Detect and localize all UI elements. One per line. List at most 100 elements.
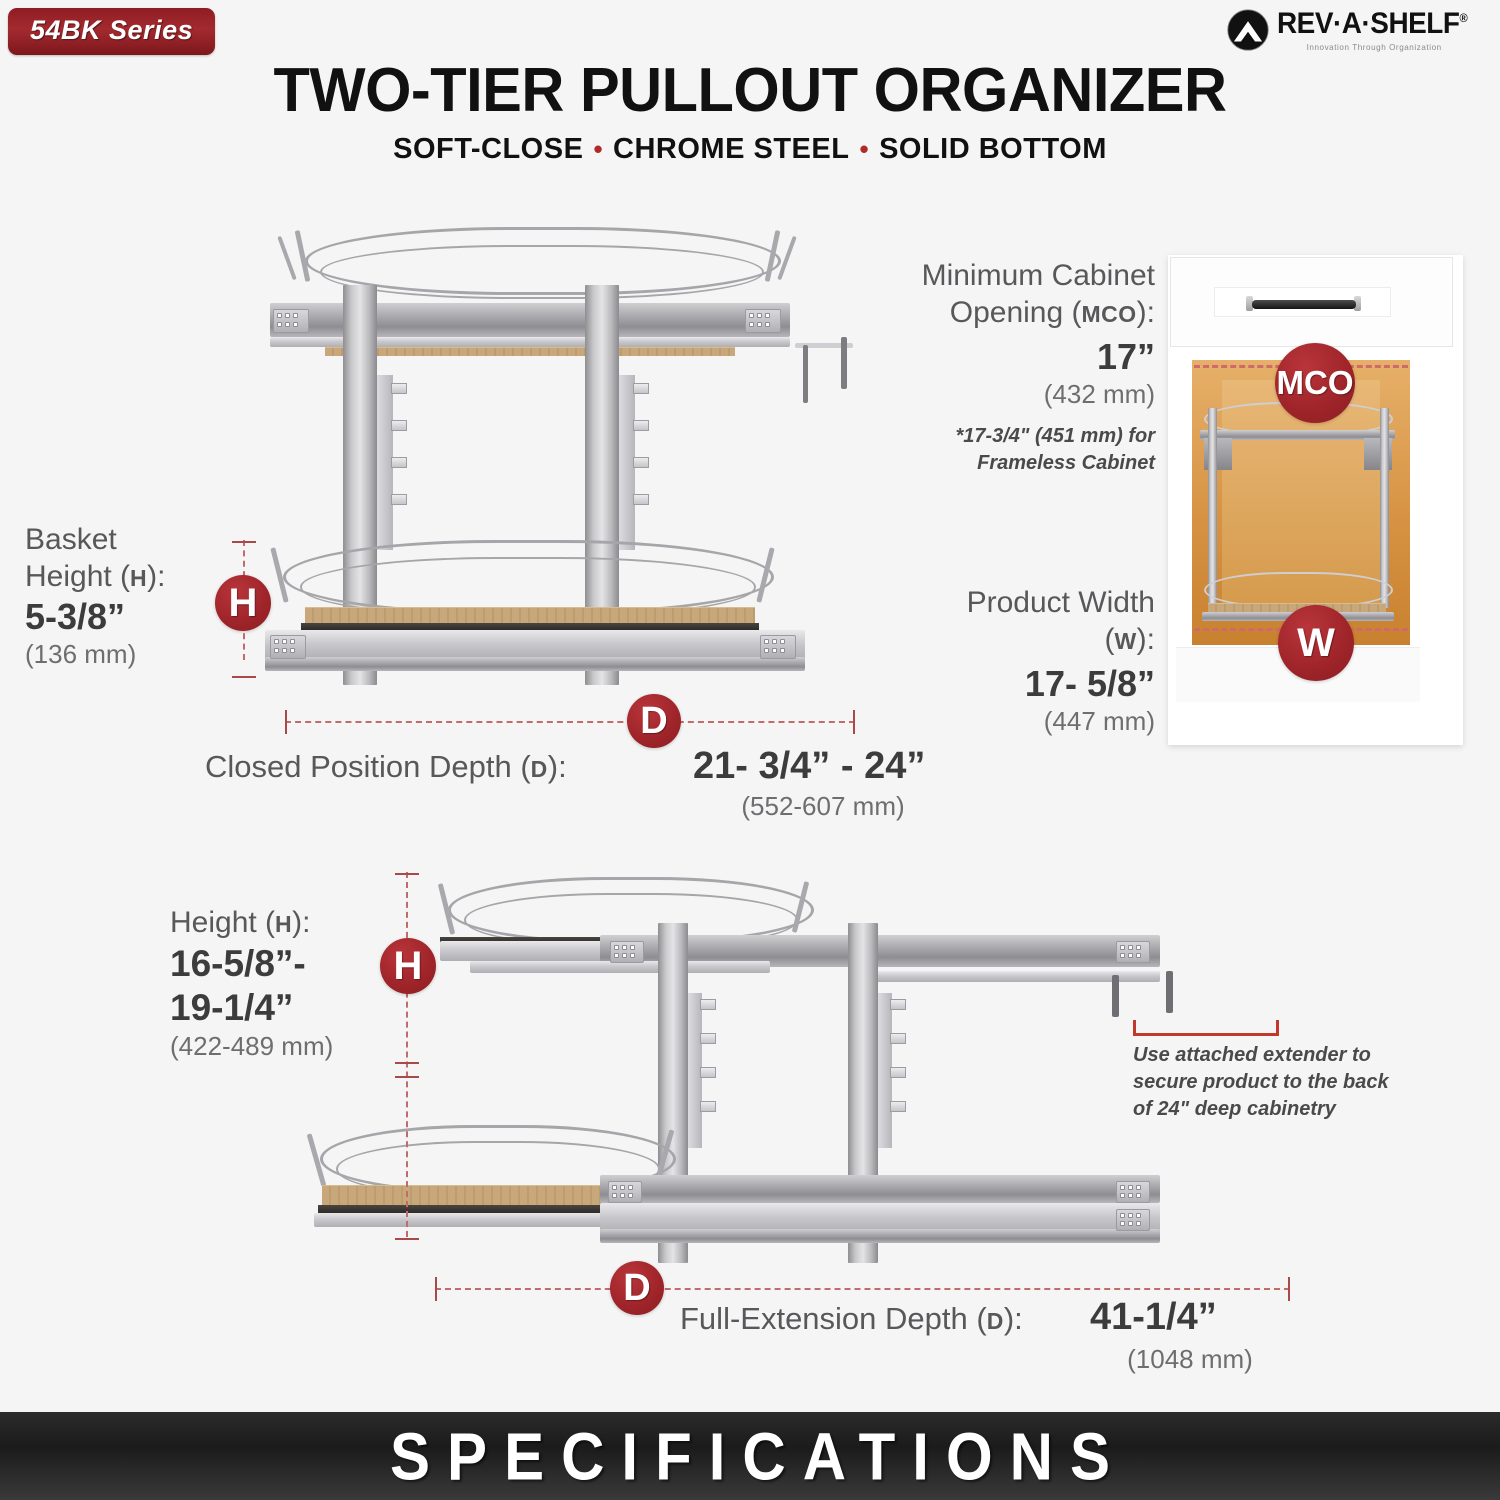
ext-upper-left-screw-plate (610, 941, 644, 963)
ext-left-notch-4 (700, 1101, 716, 1112)
ext-lower-mid-rail (600, 1175, 1160, 1203)
subtitle-part-2: CHROME STEEL (613, 133, 850, 165)
ext-right-notch-4 (890, 1101, 906, 1112)
ext-lower-right-screw-plate-2 (1116, 1209, 1150, 1231)
cabinet-handle-post-left (1246, 296, 1253, 311)
badge-height: H (380, 938, 436, 994)
product-illustration-closed (265, 225, 865, 685)
cabinet-handle (1252, 300, 1356, 309)
basket-height-cap-bottom (232, 676, 256, 678)
cabinet-opening (1192, 360, 1410, 645)
extender-note: Use attached extender to secure product … (1133, 1044, 1389, 1120)
ext-lower-front-rail (314, 1213, 674, 1227)
cabinet-handle-post-right (1354, 296, 1361, 311)
bullet-separator-1: • (593, 134, 604, 164)
mco-label: Minimum Cabinet Opening (MCO): (921, 259, 1155, 329)
product-width-label: Product Width (W): (966, 586, 1155, 656)
series-badge: 54BK Series (8, 8, 216, 55)
rev-a-shelf-circle-icon (1227, 9, 1270, 51)
full-depth-cap-right (1288, 1277, 1290, 1301)
badge-product-width: W (1278, 605, 1354, 681)
height-block: Height (H): 16-5/8”- 19-1/4” (422-489 mm… (170, 905, 400, 1063)
full-depth-cap-left (435, 1277, 437, 1301)
upper-basket-left-clip (277, 235, 297, 281)
basket-height-cap-top (232, 541, 256, 543)
cabinet-lower-shelf-wood (1208, 603, 1386, 613)
left-notch-2 (391, 420, 407, 431)
height-cap-mid-2 (395, 1076, 419, 1078)
trademark-symbol: ® (1459, 11, 1468, 25)
upper-extender-arm-horizontal (795, 343, 853, 348)
right-post-bracket-strip (619, 375, 635, 550)
product-width-value: 17- 5/8” (1024, 663, 1155, 705)
product-width-metric: (447 mm) (1043, 706, 1155, 737)
page-title: TWO-TIER PULLOUT ORGANIZER (273, 56, 1227, 125)
full-depth-dim-line (435, 1288, 1290, 1290)
cabinet-upper-rail (1200, 430, 1395, 440)
product-width-key: W (1114, 627, 1137, 654)
mco-block: Minimum Cabinet Opening (MCO): 17” (432 … (845, 258, 1155, 477)
height-label: Height (H): (170, 906, 311, 939)
upper-basket-rim-inner (320, 245, 764, 299)
closed-depth-label: Closed Position Depth (D): (205, 749, 567, 784)
mco-value: 17” (1096, 336, 1155, 378)
badge-basket-height: H (215, 575, 271, 631)
ext-extender-drop-1 (1112, 975, 1119, 1017)
closed-depth-value-block: 21- 3/4” - 24” (552-607 mm) (693, 744, 1023, 822)
ext-lower-main-rail (600, 1203, 1160, 1233)
closed-depth-label-block: Closed Position Depth (D): (205, 748, 705, 786)
right-notch-2 (633, 420, 649, 431)
lower-right-screw-plate (760, 635, 796, 659)
subtitle-part-1: SOFT-CLOSE (393, 133, 584, 165)
height-value-line1: 16-5/8”- (170, 942, 306, 984)
product-width-block: Product Width (W): 17- 5/8” (447 mm) (875, 585, 1155, 738)
closed-depth-cap-left (285, 710, 287, 734)
full-depth-value-block: 41-1/4” (1048 mm) (1090, 1295, 1350, 1375)
ext-right-notch-1 (890, 999, 906, 1010)
closed-depth-metric: (552-607 mm) (741, 790, 905, 821)
height-metric: (422-489 mm) (170, 1031, 334, 1062)
ext-extender-bar (870, 971, 1160, 982)
badge-full-depth: D (610, 1261, 664, 1315)
closed-depth-value: 21- 3/4” - 24” (693, 745, 926, 787)
brand-logo: REV·A·SHELF® Innovation Through Organiza… (1226, 8, 1482, 52)
logo-wordmark: REV·A·SHELF® (1277, 7, 1468, 40)
left-notch-4 (391, 494, 407, 505)
upper-left-screw-plate (273, 309, 309, 333)
full-depth-metric: (1048 mm) (1127, 1343, 1253, 1374)
page-subtitle: SOFT-CLOSE•CHROME STEEL•SOLID BOTTOM (0, 133, 1500, 166)
ext-right-notch-3 (890, 1067, 906, 1078)
ext-right-notch-2 (890, 1033, 906, 1044)
badge-mco: MCO (1275, 343, 1355, 423)
ext-upper-right-screw-plate (1116, 941, 1150, 963)
right-notch-4 (633, 494, 649, 505)
full-depth-value: 41-1/4” (1090, 1296, 1217, 1338)
logo-tagline: Innovation Through Organization (1307, 41, 1443, 52)
basket-height-key: H (130, 564, 148, 591)
upper-extender-arm-drop-2 (841, 337, 847, 389)
ext-left-notch-1 (700, 999, 716, 1010)
badge-closed-depth: D (627, 694, 681, 748)
left-notch-3 (391, 457, 407, 468)
upper-right-screw-plate (745, 309, 781, 333)
left-post-bracket-strip (377, 375, 393, 550)
ext-left-notch-3 (700, 1067, 716, 1078)
cabinet-left-post (1208, 408, 1217, 608)
subtitle-part-3: SOLID BOTTOM (879, 133, 1107, 165)
basket-height-metric: (136 mm) (25, 639, 137, 670)
right-notch-1 (633, 383, 649, 394)
full-depth-label: Full-Extension Depth (D): (680, 1301, 1023, 1336)
upper-extender-arm-drop-1 (803, 345, 808, 403)
mco-metric: (432 mm) (1043, 379, 1155, 410)
basket-height-block: Basket Height (H): 5-3/8” (136 mm) (25, 522, 225, 671)
cabinet-photo (1168, 255, 1463, 745)
height-key: H (275, 911, 293, 937)
lower-slide-rail (265, 630, 805, 660)
height-cap-bottom (395, 1238, 419, 1240)
left-notch-1 (391, 383, 407, 394)
ext-left-post-strip (688, 993, 702, 1148)
footer-title: SPECIFICATIONS (390, 1418, 1127, 1494)
closed-depth-dim-line (285, 721, 855, 723)
ext-lower-rail-under (600, 1229, 1160, 1243)
